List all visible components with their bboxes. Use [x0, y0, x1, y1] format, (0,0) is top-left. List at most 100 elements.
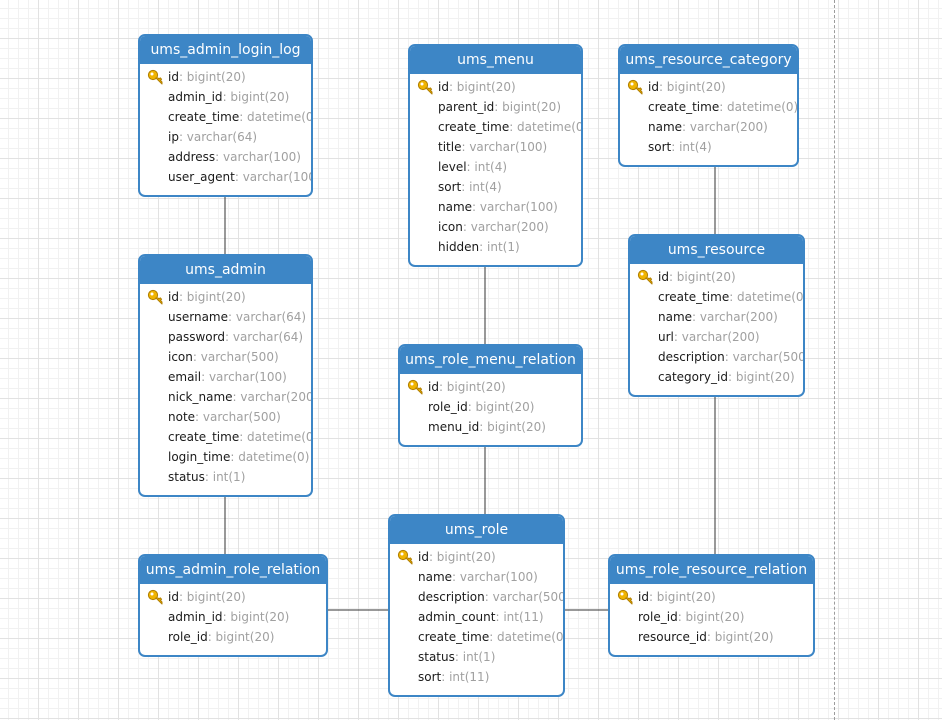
table-title: ums_resource_category	[620, 46, 797, 74]
field-row[interactable]: name: varchar(200)	[630, 307, 803, 327]
field-row[interactable]: resource_id: bigint(20)	[610, 627, 813, 647]
field-row[interactable]: login_time: datetime(0)	[140, 447, 311, 467]
field-name: id	[168, 290, 179, 304]
field-row[interactable]: admin_id: bigint(20)	[140, 87, 311, 107]
table-ums-resource-category[interactable]: ums_resource_category id: bigint(20)crea…	[618, 44, 799, 167]
table-ums-resource[interactable]: ums_resource id: bigint(20)create_time: …	[628, 234, 805, 397]
field-row[interactable]: role_id: bigint(20)	[140, 627, 326, 647]
primary-key-field[interactable]: id: bigint(20)	[140, 67, 311, 87]
field-type: : varchar(200)	[682, 120, 768, 134]
field-row[interactable]: sort: int(4)	[620, 137, 797, 157]
field-name: create_time	[648, 100, 720, 114]
field-type: : datetime(0)	[230, 450, 310, 464]
table-ums-role-resource-relation[interactable]: ums_role_resource_relation id: bigint(20…	[608, 554, 815, 657]
field-name: role_id	[428, 400, 468, 414]
field-row[interactable]: icon: varchar(200)	[410, 217, 581, 237]
field-name: admin_count	[418, 610, 496, 624]
field-list: id: bigint(20)role_id: bigint(20)menu_id…	[400, 374, 581, 443]
field-row[interactable]: hidden: int(1)	[410, 237, 581, 257]
field-row[interactable]: url: varchar(200)	[630, 327, 803, 347]
field-row[interactable]: create_time: datetime(0)	[630, 287, 803, 307]
primary-key-field[interactable]: id: bigint(20)	[630, 267, 803, 287]
primary-key-field[interactable]: id: bigint(20)	[410, 77, 581, 97]
field-row[interactable]: menu_id: bigint(20)	[400, 417, 581, 437]
field-type: : varchar(100)	[461, 140, 548, 154]
table-ums-role-menu-relation[interactable]: ums_role_menu_relation id: bigint(20)rol…	[398, 344, 583, 447]
field-row[interactable]: user_agent: varchar(100)	[140, 167, 311, 187]
primary-key-field[interactable]: id: bigint(20)	[610, 587, 813, 607]
field-row[interactable]: category_id: bigint(20)	[630, 367, 803, 387]
field-row[interactable]: name: varchar(100)	[410, 197, 581, 217]
field-type: : varchar(100)	[201, 370, 287, 384]
table-ums-admin-login-log[interactable]: ums_admin_login_log id: bigint(20)admin_…	[138, 34, 313, 197]
field-row[interactable]: note: varchar(500)	[140, 407, 311, 427]
table-ums-menu[interactable]: ums_menu id: bigint(20)parent_id: bigint…	[408, 44, 583, 267]
field-type: : bigint(20)	[658, 80, 726, 94]
table-title: ums_admin_role_relation	[140, 556, 326, 584]
field-row[interactable]: title: varchar(100)	[410, 137, 581, 157]
field-name: sort	[438, 180, 462, 194]
table-ums-admin[interactable]: ums_admin id: bigint(20)username: varcha…	[138, 254, 313, 497]
table-ums-admin-role-relation[interactable]: ums_admin_role_relation id: bigint(20)ad…	[138, 554, 328, 657]
field-row[interactable]: icon: varchar(500)	[140, 347, 311, 367]
field-row[interactable]: parent_id: bigint(20)	[410, 97, 581, 117]
field-row[interactable]: status: int(1)	[390, 647, 563, 667]
field-name: name	[658, 310, 693, 324]
field-row[interactable]: admin_count: int(11)	[390, 607, 563, 627]
field-row[interactable]: ip: varchar(64)	[140, 127, 311, 147]
primary-key-field[interactable]: id: bigint(20)	[140, 587, 326, 607]
field-row[interactable]: create_time: datetime(0)	[390, 627, 563, 647]
primary-key-field[interactable]: id: bigint(20)	[620, 77, 797, 97]
field-row[interactable]: role_id: bigint(20)	[610, 607, 813, 627]
field-row[interactable]: create_time: datetime(0)	[620, 97, 797, 117]
field-row[interactable]: sort: int(11)	[390, 667, 563, 687]
field-name: id	[168, 590, 179, 604]
field-name: icon	[168, 350, 193, 364]
field-name: name	[438, 200, 473, 214]
field-type: : bigint(20)	[706, 630, 774, 644]
field-row[interactable]: create_time: datetime(0)	[410, 117, 581, 137]
field-name: user_agent	[168, 170, 235, 184]
field-type: : int(1)	[479, 240, 520, 254]
primary-key-field[interactable]: id: bigint(20)	[140, 287, 311, 307]
field-row[interactable]: name: varchar(100)	[390, 567, 563, 587]
field-row[interactable]: address: varchar(100)	[140, 147, 311, 167]
field-row[interactable]: status: int(1)	[140, 467, 311, 487]
field-type: : varchar(100)	[452, 570, 538, 584]
field-name: id	[418, 550, 429, 564]
field-row[interactable]: create_time: datetime(0)	[140, 427, 311, 447]
field-row[interactable]: admin_id: bigint(20)	[140, 607, 326, 627]
field-list: id: bigint(20)parent_id: bigint(20)creat…	[410, 74, 581, 263]
field-name: create_time	[658, 290, 730, 304]
field-row[interactable]: level: int(4)	[410, 157, 581, 177]
field-row[interactable]: nick_name: varchar(200)	[140, 387, 311, 407]
table-ums-role[interactable]: ums_role id: bigint(20)name: varchar(100…	[388, 514, 565, 697]
field-row[interactable]: name: varchar(200)	[620, 117, 797, 137]
field-row[interactable]: username: varchar(64)	[140, 307, 311, 327]
field-name: sort	[648, 140, 672, 154]
field-type: : int(4)	[671, 140, 712, 154]
field-row[interactable]: description: varchar(500)	[390, 587, 563, 607]
field-name: id	[438, 80, 449, 94]
field-list: id: bigint(20)create_time: datetime(0)na…	[620, 74, 797, 163]
field-row[interactable]: create_time: datetime(0)	[140, 107, 311, 127]
table-title: ums_admin_login_log	[140, 36, 311, 64]
field-row[interactable]: password: varchar(64)	[140, 327, 311, 347]
primary-key-field[interactable]: id: bigint(20)	[390, 547, 563, 567]
field-type: : datetime(0)	[239, 110, 313, 124]
field-list: id: bigint(20)role_id: bigint(20)resourc…	[610, 584, 813, 653]
field-row[interactable]: sort: int(4)	[410, 177, 581, 197]
field-list: id: bigint(20)username: varchar(64)passw…	[140, 284, 311, 493]
field-row[interactable]: description: varchar(500)	[630, 347, 803, 367]
field-name: id	[428, 380, 439, 394]
field-type: : varchar(100)	[215, 150, 301, 164]
field-type: : bigint(20)	[222, 90, 290, 104]
field-name: name	[418, 570, 453, 584]
field-row[interactable]: role_id: bigint(20)	[400, 397, 581, 417]
field-type: : int(11)	[441, 670, 490, 684]
field-row[interactable]: email: varchar(100)	[140, 367, 311, 387]
field-name: url	[658, 330, 674, 344]
table-title: ums_role	[390, 516, 563, 544]
primary-key-field[interactable]: id: bigint(20)	[400, 377, 581, 397]
